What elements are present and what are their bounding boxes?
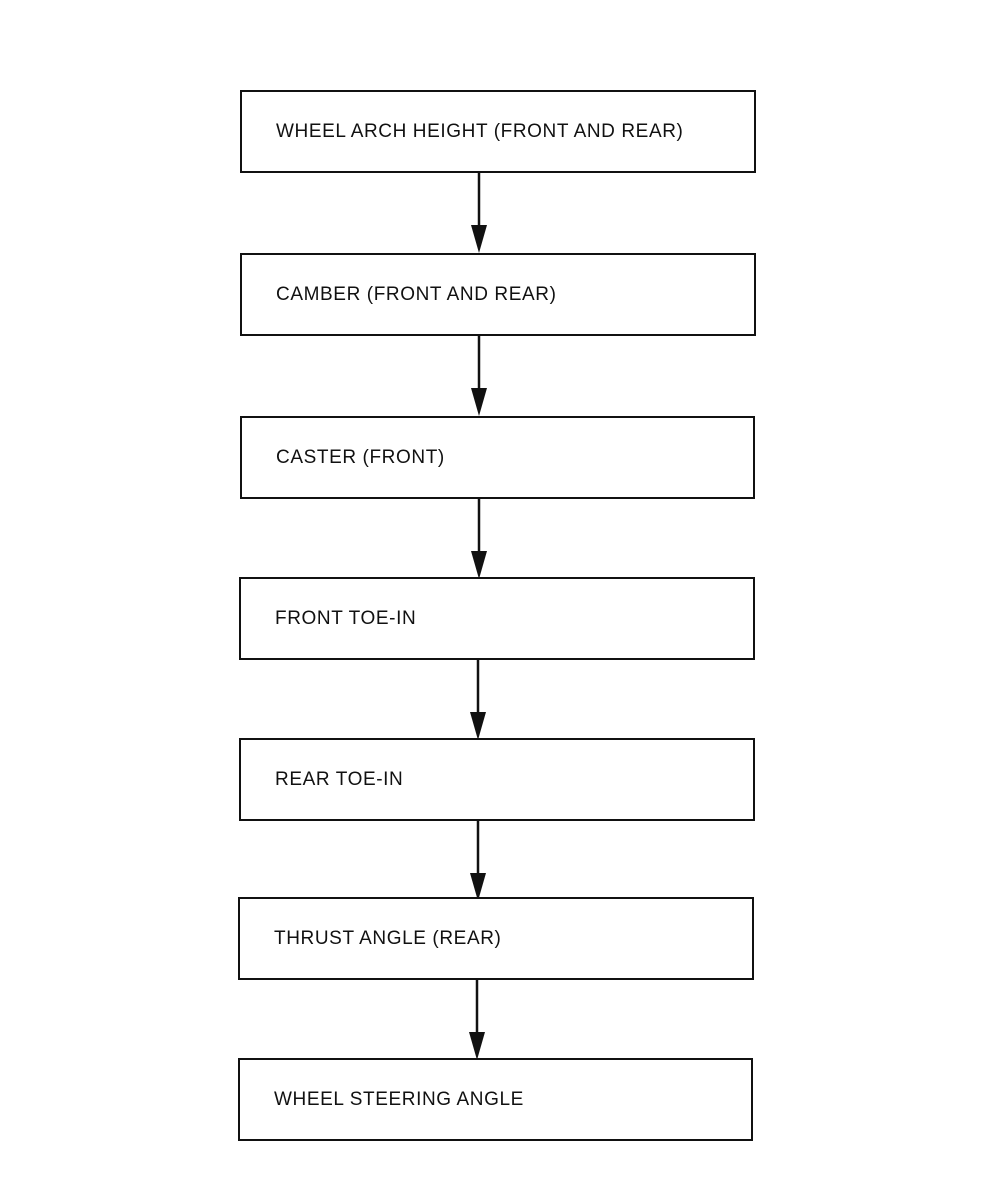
step-label: CAMBER (FRONT AND REAR) bbox=[276, 283, 557, 305]
step-box-wheel-arch-height: WHEEL ARCH HEIGHT (FRONT AND REAR) bbox=[240, 90, 756, 173]
step-label: THRUST ANGLE (REAR) bbox=[274, 927, 502, 949]
step-box-caster: CASTER (FRONT) bbox=[240, 416, 755, 499]
arrow-down-icon bbox=[471, 336, 487, 416]
step-label: REAR TOE-IN bbox=[275, 768, 404, 790]
step-label: WHEEL STEERING ANGLE bbox=[274, 1088, 524, 1110]
arrow-down-icon bbox=[470, 821, 486, 901]
step-box-front-toe-in: FRONT TOE-IN bbox=[239, 577, 755, 660]
step-label: CASTER (FRONT) bbox=[276, 446, 445, 468]
arrow-down-icon bbox=[471, 499, 487, 579]
arrow-down-icon bbox=[471, 173, 487, 253]
step-label: FRONT TOE-IN bbox=[275, 607, 417, 629]
step-box-thrust-angle: THRUST ANGLE (REAR) bbox=[238, 897, 754, 980]
arrow-down-icon bbox=[470, 660, 486, 740]
step-box-camber: CAMBER (FRONT AND REAR) bbox=[240, 253, 756, 336]
step-box-wheel-steering-angle: WHEEL STEERING ANGLE bbox=[238, 1058, 753, 1141]
arrow-down-icon bbox=[469, 980, 485, 1060]
step-label: WHEEL ARCH HEIGHT (FRONT AND REAR) bbox=[276, 120, 684, 142]
step-box-rear-toe-in: REAR TOE-IN bbox=[239, 738, 755, 821]
